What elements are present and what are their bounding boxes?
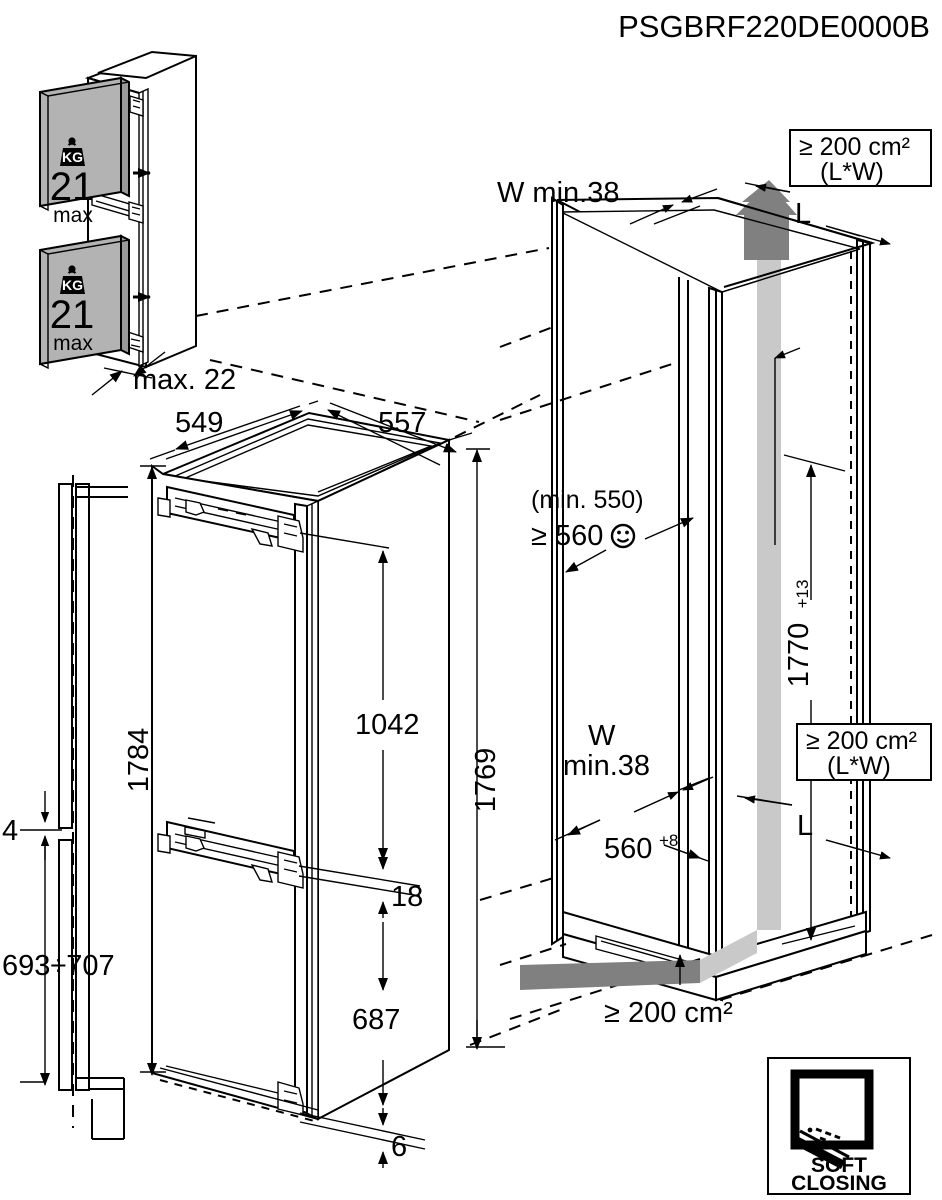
bottom-hinge xyxy=(165,1065,304,1116)
door-panel-weight-diagram: KG 21 max KG 21 max max. 22 xyxy=(39,50,236,396)
side-profile-detail: 4 693÷707 xyxy=(2,475,128,1140)
page-title: PSGBRF220DE0000B xyxy=(618,9,930,44)
upper-door-panel xyxy=(39,76,130,212)
dimension-560 xyxy=(554,819,709,862)
vent-callout-top: ≥ 200 cm² (L*W) xyxy=(789,129,932,187)
dimension-6 xyxy=(299,1108,426,1168)
vent-bottom-sub: (L*W) xyxy=(827,752,891,780)
guide-line-lower xyxy=(469,1009,561,1046)
weight-value-lower: 21 xyxy=(50,293,95,337)
dimension-1042 xyxy=(299,532,390,861)
dimension-6-label: 6 xyxy=(391,1131,407,1163)
w-min-bottom-dimension xyxy=(633,770,714,813)
weight-unit-upper: KG xyxy=(62,149,83,165)
l-bottom-label: L xyxy=(797,810,813,842)
dimension-1784-label: 1784 xyxy=(123,728,155,793)
dimension-560-label: 560 xyxy=(604,833,652,865)
w-min-top-dimension xyxy=(629,188,718,225)
dimension-549-label: 549 xyxy=(175,407,223,439)
appliance-main-view: 549 557 1784 1769 1042 xyxy=(123,400,505,1168)
dimension-560-tolerance: +8 xyxy=(659,831,678,850)
dimension-549 xyxy=(149,400,319,460)
l-bottom-dimension xyxy=(736,795,891,860)
weight-qualifier-lower: max xyxy=(53,332,93,355)
vent-base-label: ≥ 200 cm² xyxy=(604,997,733,1029)
l-top-dimension xyxy=(744,182,891,246)
w-min-bottom-label-2: min.38 xyxy=(563,750,650,782)
guide-line-mid xyxy=(479,875,561,901)
weight-unit-lower: KG xyxy=(62,277,83,293)
dimension-687-label: 687 xyxy=(352,1004,400,1036)
dimension-1769-label: 1769 xyxy=(470,748,502,813)
soft-closing-line2: CLOSING xyxy=(791,1172,887,1195)
range-dim-label: 693÷707 xyxy=(2,950,115,982)
l-top-label: L xyxy=(795,198,811,230)
vent-bottom-label: ≥ 200 cm² xyxy=(806,727,917,755)
airflow-arrow-pointer xyxy=(774,347,801,359)
vent-top-label: ≥ 200 cm² xyxy=(799,133,910,161)
middle-rail-assembly xyxy=(157,817,304,889)
panel-thickness-dimension xyxy=(91,351,166,396)
guide-line-upper xyxy=(454,394,541,438)
soft-closing-badge: SOFT CLOSING xyxy=(767,1057,911,1195)
projection-line-top xyxy=(195,247,550,317)
upper-rail-assembly xyxy=(157,485,304,553)
lower-door-panel xyxy=(39,234,130,370)
dimension-1770-tolerance: +13 xyxy=(793,580,812,609)
dimension-1784 xyxy=(140,465,166,1076)
projection-line-bottom xyxy=(209,359,480,423)
vent-callout-bottom: ≥ 200 cm² (L*W) xyxy=(796,723,932,781)
smiley-icon xyxy=(610,523,636,549)
dimension-1042-label: 1042 xyxy=(355,709,420,741)
soft-closing-line1: SOFT xyxy=(811,1154,867,1177)
dimension-18-label: 18 xyxy=(391,881,423,913)
dimension-557-label: 557 xyxy=(378,407,426,439)
depth-recommended-label: ≥ 560 xyxy=(531,520,603,552)
dimension-18 xyxy=(298,854,421,918)
gap-dim-label: 4 xyxy=(2,815,18,847)
dimension-1769 xyxy=(466,448,505,1050)
weight-kg-icon: KG xyxy=(60,137,85,166)
dimension-557 xyxy=(327,402,473,466)
panel-thickness-label: max. 22 xyxy=(133,364,236,396)
depth-min-note: (min. 550) xyxy=(531,486,644,514)
w-min-bottom-label-1: W xyxy=(588,720,616,752)
vent-top-sub: (L*W) xyxy=(820,158,884,186)
depth-dimension-arrows xyxy=(565,517,694,573)
dimension-1770-label: 1770 xyxy=(783,623,815,688)
weight-qualifier-upper: max xyxy=(53,204,93,227)
niche-cabinet-view: ≥ 200 cm² (L*W) W min.38 L (min. 550) ≥ … xyxy=(497,129,933,1029)
weight-kg-icon: KG xyxy=(60,265,85,294)
w-min-top-label: W min.38 xyxy=(497,177,619,209)
weight-value-upper: 21 xyxy=(50,165,95,209)
